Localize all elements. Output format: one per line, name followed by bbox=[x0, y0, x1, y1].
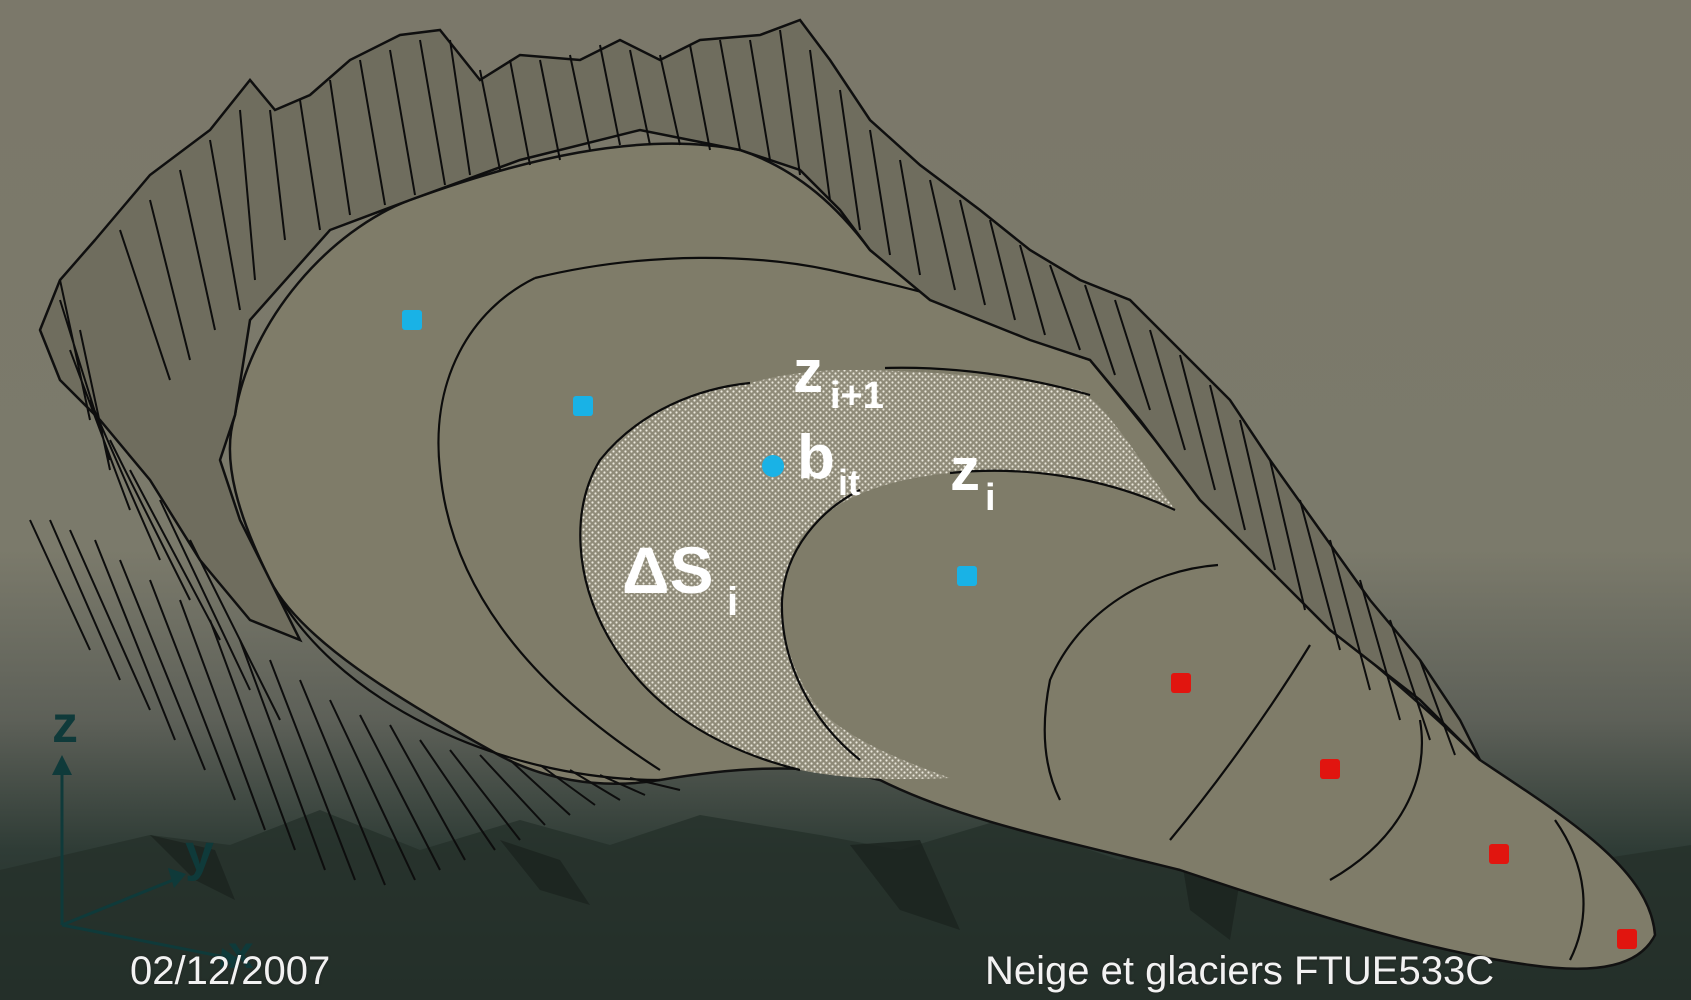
footer-date: 02/12/2007 bbox=[130, 949, 330, 994]
axis-label-z: z bbox=[52, 696, 78, 754]
accumulation-point bbox=[573, 396, 593, 416]
svg-text:i: i bbox=[985, 477, 996, 519]
svg-text:b: b bbox=[797, 423, 835, 492]
svg-text:it: it bbox=[838, 462, 860, 503]
ablation-point bbox=[1320, 759, 1340, 779]
ablation-point bbox=[1617, 929, 1637, 949]
svg-text:i: i bbox=[727, 580, 738, 624]
svg-text:z: z bbox=[950, 436, 980, 503]
accumulation-point bbox=[402, 310, 422, 330]
svg-text:z: z bbox=[793, 338, 823, 405]
ablation-point bbox=[1171, 673, 1191, 693]
svg-text:i+1: i+1 bbox=[830, 375, 884, 417]
footer-course: Neige et glaciers FTUE533C bbox=[985, 949, 1494, 994]
svg-text:ΔS: ΔS bbox=[622, 533, 713, 607]
axis-label-y: y bbox=[185, 824, 214, 882]
accumulation-point bbox=[762, 455, 784, 477]
accumulation-point bbox=[957, 566, 977, 586]
ablation-point bbox=[1489, 844, 1509, 864]
